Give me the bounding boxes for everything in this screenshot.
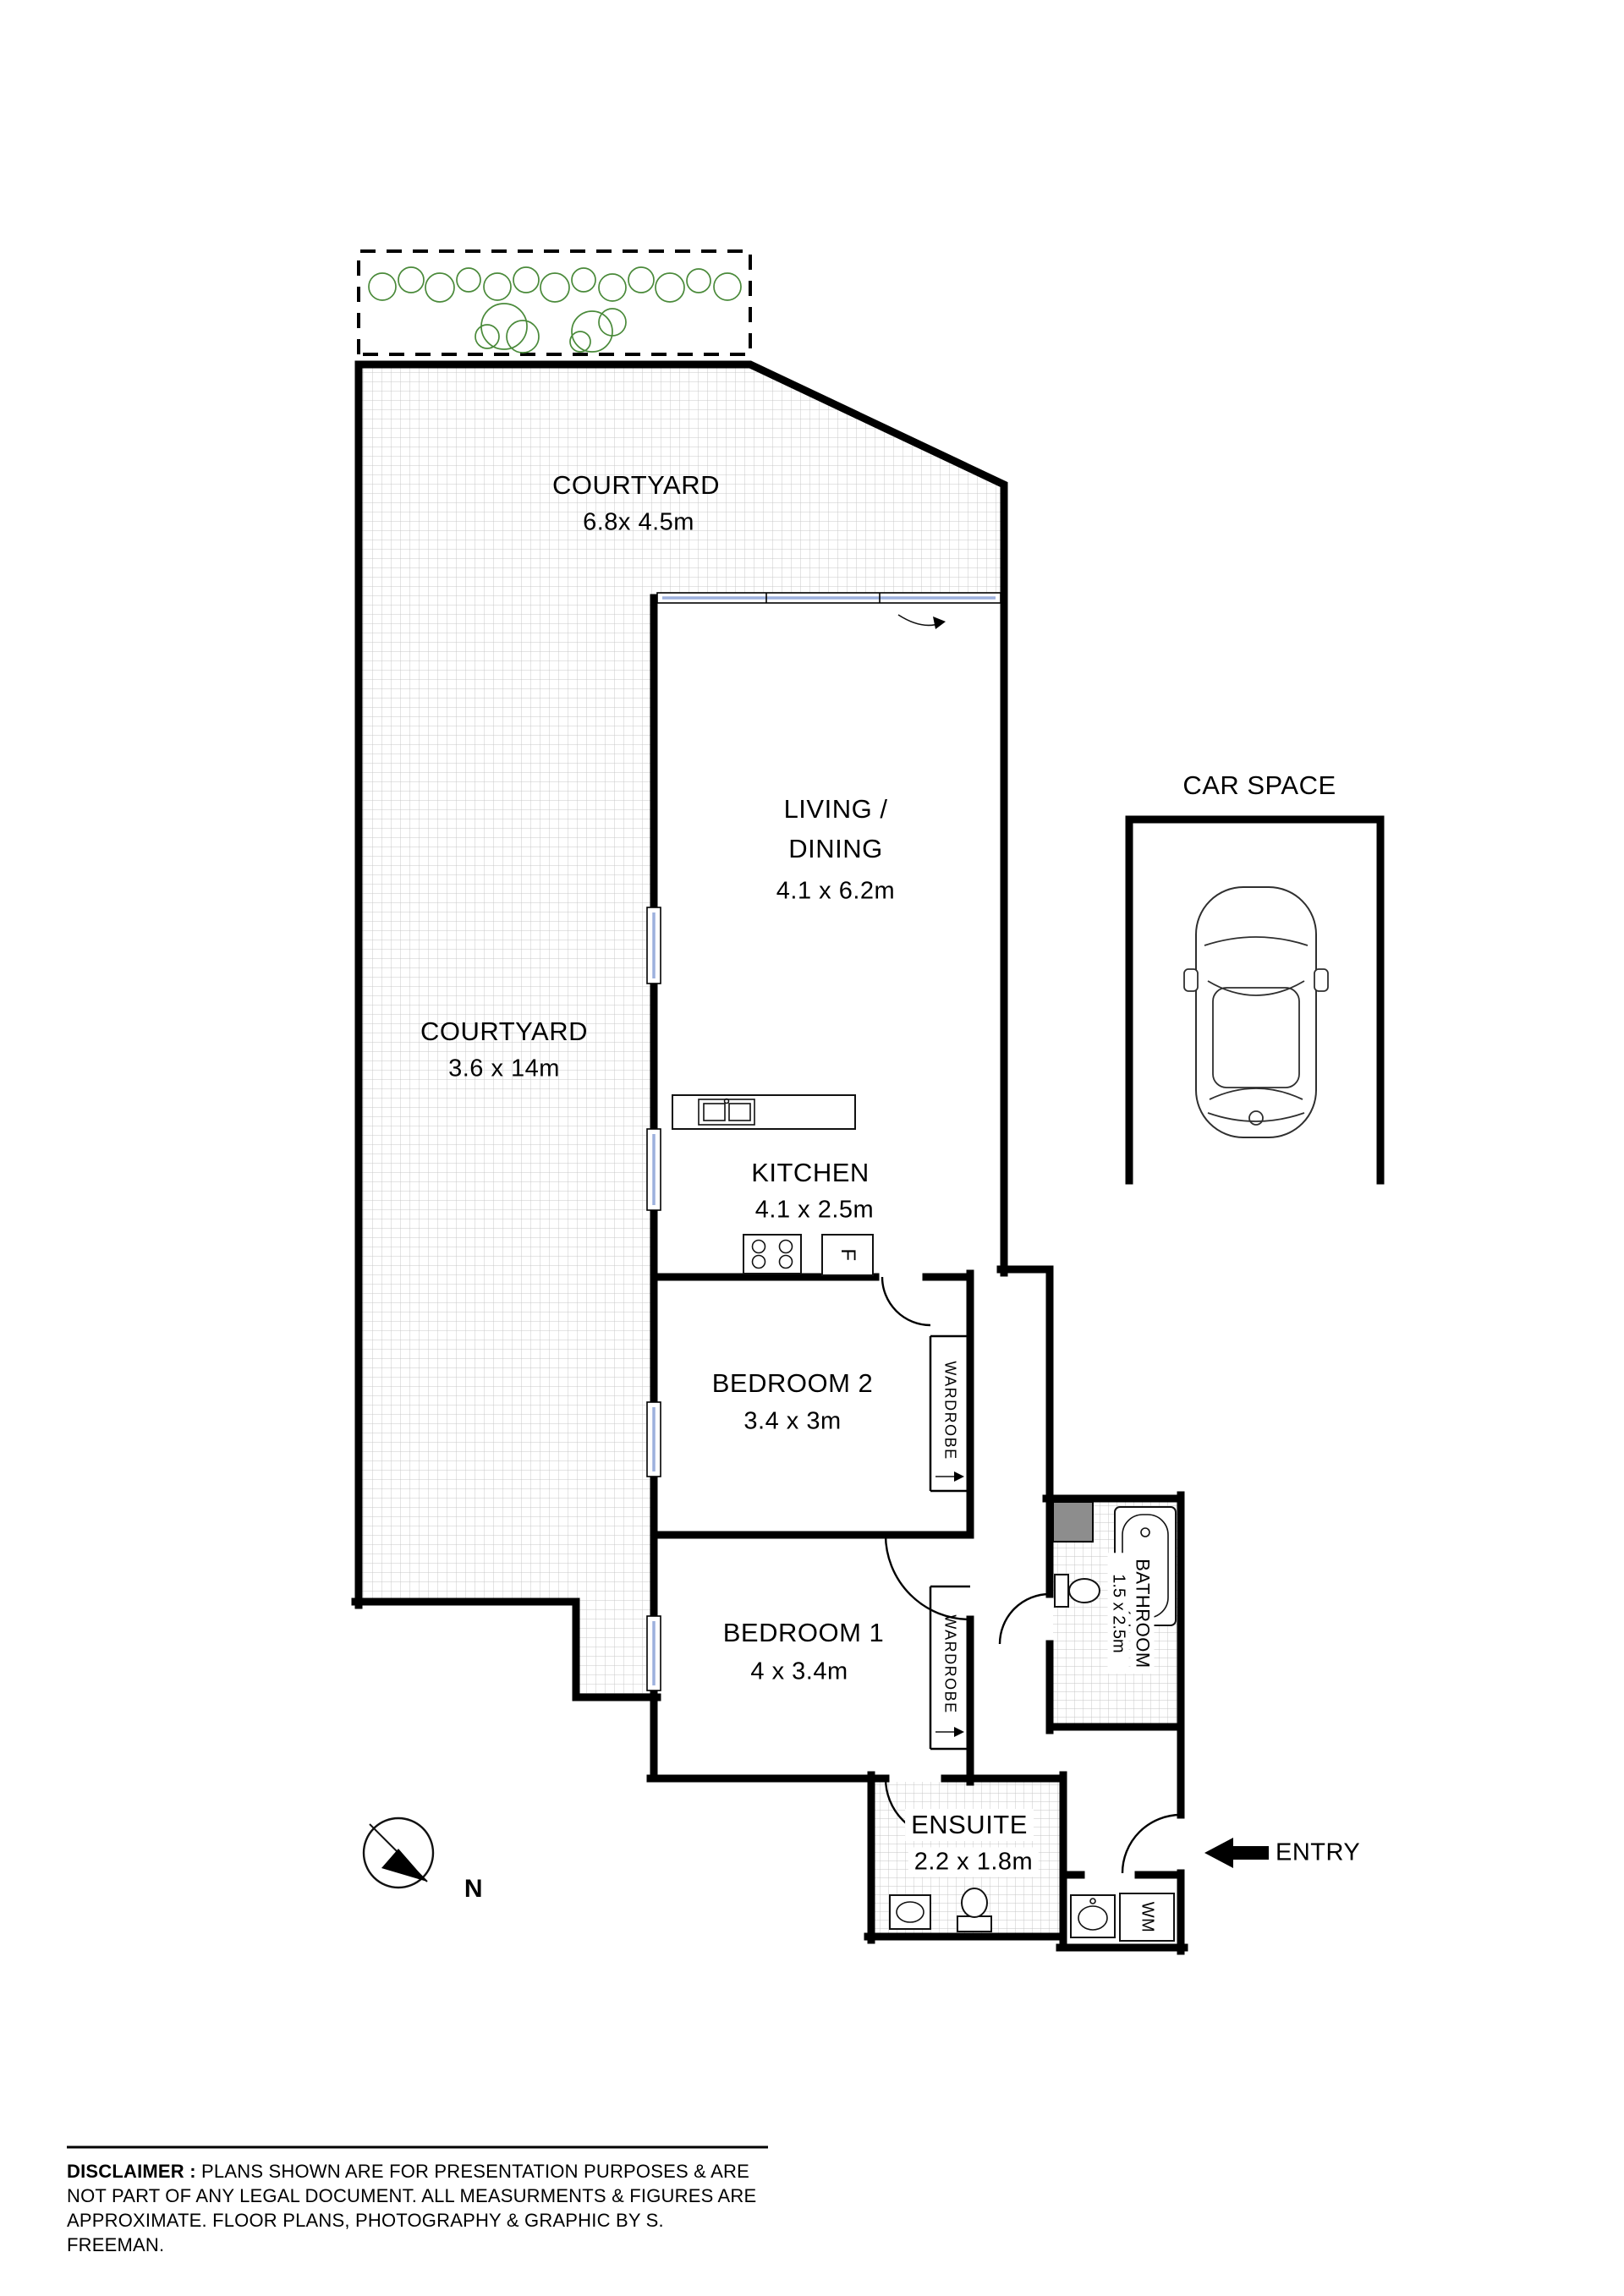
kitchen-name: KITCHEN [751, 1158, 870, 1187]
bathroom-dims: 1.5 x 2.5m [1107, 1553, 1129, 1674]
ensuite-name: ENSUITE [905, 1809, 1034, 1841]
bathroom-name: BATHROOM [1130, 1553, 1155, 1674]
toilet-icon [957, 1888, 992, 1932]
entry-arrow-icon [1204, 1838, 1269, 1868]
north-label: N [464, 1875, 484, 1903]
compass-icon [362, 1817, 435, 1889]
garden-bed [357, 249, 752, 356]
bedroom2-name: BEDROOM 2 [711, 1368, 874, 1398]
fridge-label: F [837, 1248, 859, 1262]
kitchen-counter [672, 1094, 856, 1130]
fridge-icon [821, 1234, 874, 1276]
shrubs-icon [368, 266, 742, 353]
laundry-fixtures [1070, 1893, 1175, 1942]
basin-icon [889, 1894, 931, 1930]
stove-icon [743, 1234, 802, 1274]
bedroom2-dims: 3.4 x 3m [743, 1407, 842, 1435]
courtyard-floor [359, 364, 1004, 1697]
courtyard-top-name: COURTYARD [552, 470, 720, 500]
bedroom1-dims: 4 x 3.4m [750, 1658, 848, 1685]
kitchen-dims: 4.1 x 2.5m [754, 1196, 875, 1224]
bedroom1-name: BEDROOM 1 [722, 1618, 885, 1647]
bathroom-label: BATHROOM 1.5 x 2.5m [1107, 1553, 1155, 1674]
ensuite-dims: 2.2 x 1.8m [908, 1847, 1040, 1877]
direction-arrows [897, 614, 964, 1737]
laundry-sink-icon [1070, 1894, 1116, 1938]
living-name-line1: LIVING / [783, 794, 888, 824]
wardrobe1-label: WARDROBE [941, 1614, 959, 1714]
car-icon [1183, 886, 1329, 1138]
entry-label: ENTRY [1276, 1838, 1361, 1866]
disclaimer-label: DISCLAIMER : [67, 2161, 196, 2182]
living-dims: 4.1 x 6.2m [776, 877, 896, 905]
disclaimer-body: PLANS SHOWN ARE FOR PRESENTATION PURPOSE… [67, 2161, 757, 2255]
interior-walls [650, 1269, 974, 1786]
ensuite-fixtures [889, 1888, 992, 1932]
washing-machine-icon [1119, 1893, 1175, 1942]
living-name-line2: DINING [788, 834, 883, 863]
disclaimer-text: DISCLAIMER : PLANS SHOWN ARE FOR PRESENT… [67, 2159, 760, 2257]
windows [646, 592, 1001, 1691]
toilet-icon [1054, 1574, 1100, 1608]
courtyard-left-dims: 3.6 x 14m [448, 1055, 560, 1082]
shower-icon [1052, 1501, 1094, 1543]
courtyard-top-dims: 6.8x 4.5m [583, 508, 694, 536]
courtyard-left-name: COURTYARD [420, 1016, 588, 1046]
car-space-name: CAR SPACE [1182, 770, 1336, 800]
wardrobe2-label: WARDROBE [941, 1361, 959, 1460]
washing-machine-label: WM [1138, 1901, 1157, 1933]
car-space [1125, 815, 1385, 1185]
